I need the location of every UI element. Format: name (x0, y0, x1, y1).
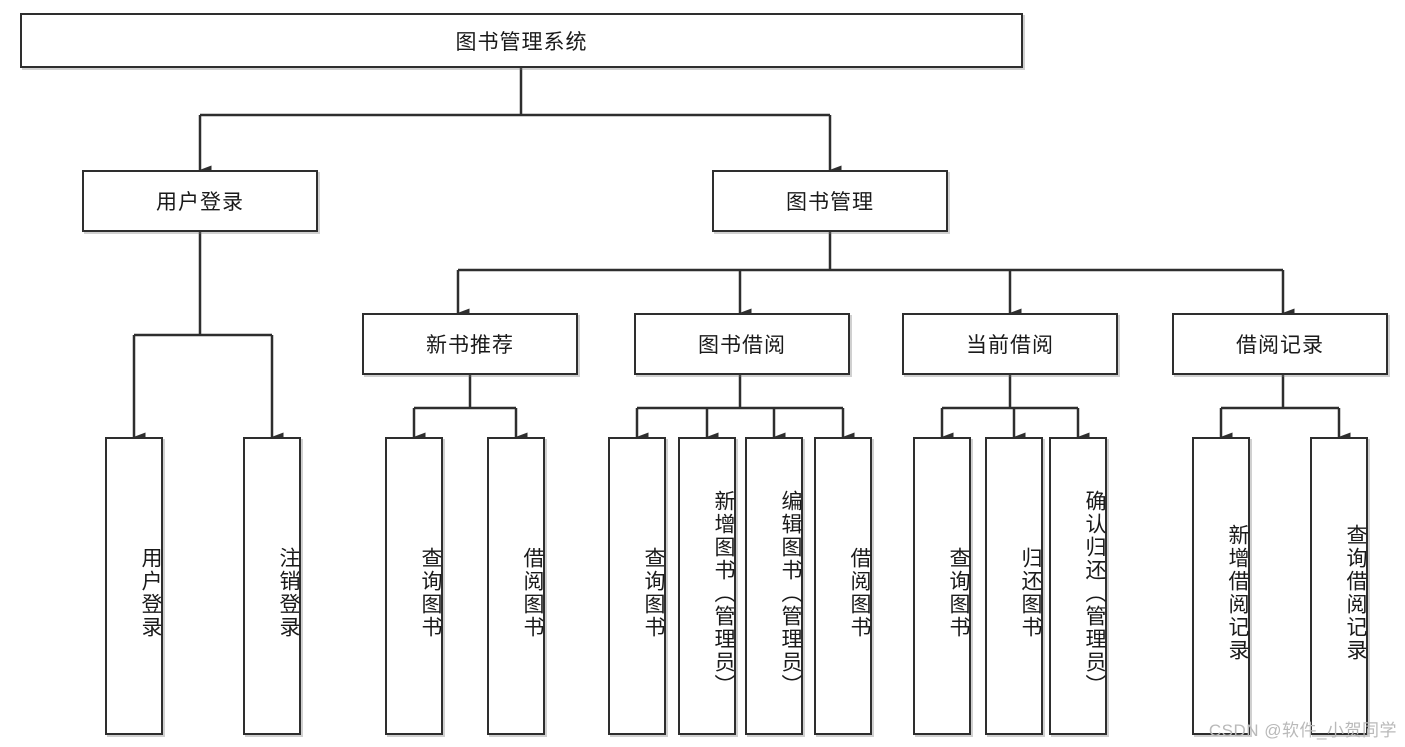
node-leaf-query-book-rec[interactable]: 查询图书 (385, 437, 443, 735)
node-borrow-record[interactable]: 借阅记录 (1172, 313, 1388, 375)
node-leaf-query-book-rec-label: 查询图书 (419, 547, 442, 639)
node-leaf-edit-book-admin[interactable]: 编辑图书（管理员） (745, 437, 803, 735)
node-new-book-rec-label: 新书推荐 (426, 334, 514, 357)
node-leaf-borrow-book-rec-label: 借阅图书 (521, 547, 544, 639)
node-leaf-borrow-book-rec[interactable]: 借阅图书 (487, 437, 545, 735)
node-leaf-return-book[interactable]: 归还图书 (985, 437, 1043, 735)
node-root[interactable]: 图书管理系统 (20, 13, 1023, 68)
node-leaf-add-book-admin[interactable]: 新增图书（管理员） (678, 437, 736, 735)
node-leaf-query-book-bb[interactable]: 查询图书 (608, 437, 666, 735)
node-leaf-query-borrow-record[interactable]: 查询借阅记录 (1310, 437, 1368, 735)
node-book-borrow-label: 图书借阅 (698, 334, 786, 357)
node-user-login-label: 用户登录 (156, 191, 244, 214)
node-current-borrow[interactable]: 当前借阅 (902, 313, 1118, 375)
node-new-book-rec[interactable]: 新书推荐 (362, 313, 578, 375)
node-leaf-confirm-return-admin-label: 确认归还（管理员） (1083, 489, 1106, 697)
watermark: CSDN @软件_小贺同学 (1208, 721, 1397, 740)
node-leaf-add-book-admin-label: 新增图书（管理员） (712, 489, 735, 697)
node-leaf-query-borrow-record-label: 查询借阅记录 (1344, 524, 1367, 662)
node-leaf-query-book-cb[interactable]: 查询图书 (913, 437, 971, 735)
node-root-label: 图书管理系统 (455, 30, 588, 54)
node-leaf-borrow-book-bb-label: 借阅图书 (848, 547, 871, 639)
node-current-borrow-label: 当前借阅 (966, 334, 1054, 357)
node-leaf-borrow-book-bb[interactable]: 借阅图书 (814, 437, 872, 735)
node-leaf-logout-label: 注销登录 (277, 547, 300, 639)
node-book-borrow[interactable]: 图书借阅 (634, 313, 850, 375)
node-leaf-add-borrow-record[interactable]: 新增借阅记录 (1192, 437, 1250, 735)
node-leaf-return-book-label: 归还图书 (1019, 547, 1042, 639)
node-user-login[interactable]: 用户登录 (82, 170, 318, 232)
node-leaf-user-login-label: 用户登录 (139, 547, 162, 639)
node-borrow-record-label: 借阅记录 (1236, 334, 1324, 357)
node-leaf-confirm-return-admin[interactable]: 确认归还（管理员） (1049, 437, 1107, 735)
node-book-manage[interactable]: 图书管理 (712, 170, 948, 232)
node-leaf-edit-book-admin-label: 编辑图书（管理员） (779, 489, 802, 697)
node-book-manage-label: 图书管理 (786, 191, 874, 214)
node-leaf-user-login[interactable]: 用户登录 (105, 437, 163, 735)
node-leaf-query-book-bb-label: 查询图书 (642, 547, 665, 639)
node-leaf-query-book-cb-label: 查询图书 (947, 547, 970, 639)
node-leaf-logout[interactable]: 注销登录 (243, 437, 301, 735)
node-leaf-add-borrow-record-label: 新增借阅记录 (1226, 524, 1249, 662)
